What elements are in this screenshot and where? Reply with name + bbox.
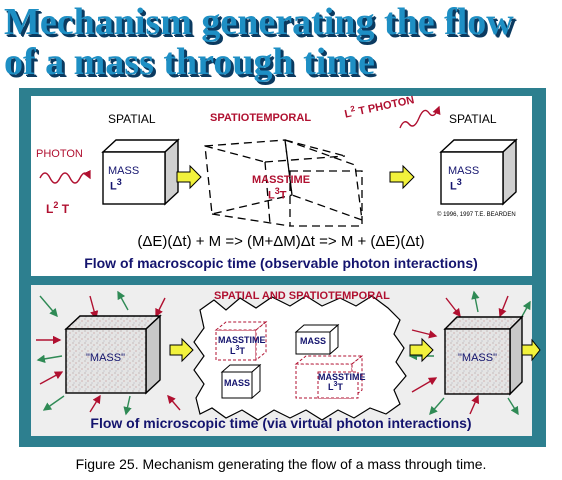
copyright-notice: © 1996, 1997 T.E. BEARDEN <box>437 212 516 218</box>
photon-wave-right <box>399 105 441 129</box>
mass-right-exp: 3 <box>456 177 462 187</box>
masstime-1-dimension: L3T <box>230 345 245 356</box>
mass-right-dimension: L3 <box>450 177 462 193</box>
mass-cube-bottom-left <box>64 314 162 395</box>
spatial-spatiotemporal-heading: SPATIAL AND SPATIOTEMPORAL <box>214 290 390 302</box>
spatial-right-label: SPATIAL <box>449 112 497 126</box>
masstime-2-l: L <box>328 382 334 392</box>
mass-right-l: L <box>450 180 457 193</box>
equation: (ΔE)(Δt) + M => (M+ΔM)Δt => M + (ΔE)(Δt) <box>137 233 425 250</box>
photon-wave-left <box>39 169 91 184</box>
masstime-1-exp: 3 <box>235 345 240 352</box>
photon-right-exp: 2 <box>349 103 356 114</box>
mass-left-dimension: L3 <box>110 177 122 193</box>
mass-left-label: MASS <box>108 165 140 177</box>
mass-left-l: L <box>110 180 117 193</box>
microscopic-subtitle: Flow of microscopic time (via virtual ph… <box>90 415 472 431</box>
masstime-dimension: L3T <box>268 186 286 202</box>
photon-left-l: L <box>46 202 54 216</box>
mini-mass-1-label: MASS <box>300 336 327 346</box>
masstime-label: MASSTIME <box>252 174 311 186</box>
masstime-l: L <box>268 189 275 202</box>
masstime-1-t: T <box>239 346 245 356</box>
spatiotemporal-label: SPATIOTEMPORAL <box>210 112 312 124</box>
title-line-1: Mechanism generating the flow <box>4 1 514 43</box>
arrow-right-bottom-1 <box>169 337 194 363</box>
photon-left-t: T <box>61 202 70 216</box>
spatial-left-label: SPATIAL <box>108 112 156 126</box>
figure-caption: Figure 25. Mechanism generating the flow… <box>75 456 487 472</box>
mass-right-label: MASS <box>448 165 480 177</box>
masstime-exp: 3 <box>274 186 280 196</box>
title-line-2: of a mass through time <box>4 41 375 83</box>
macroscopic-subtitle: Flow of macroscopic time (observable pho… <box>84 255 478 271</box>
arrow-right-top-1 <box>176 164 202 190</box>
mini-mass-cube-2 <box>220 363 262 400</box>
masstime-1-l: L <box>230 346 236 356</box>
photon-left-dimension: L2 T <box>46 200 69 216</box>
masstime-2-exp: 3 <box>333 381 338 388</box>
mass-bottom-right-label: "MASS" <box>458 352 497 364</box>
arrow-right-top-2 <box>389 164 415 190</box>
mass-left-exp: 3 <box>116 177 122 187</box>
masstime-2-dimension: L3T <box>328 381 343 392</box>
masstime-t: T <box>279 189 287 202</box>
masstime-dashed-box <box>204 139 363 227</box>
mass-cube-left <box>101 138 180 206</box>
photon-left-label: PHOTON <box>36 148 83 160</box>
mass-bottom-left-label: "MASS" <box>86 352 125 364</box>
mini-mass-2-label: MASS <box>224 378 251 388</box>
masstime-2-label: MASSTIME <box>318 372 366 382</box>
masstime-cube-1 <box>214 320 268 362</box>
ray-arrows-left <box>36 290 181 416</box>
mass-cube-right <box>439 138 518 206</box>
masstime-1-label: MASSTIME <box>218 335 266 345</box>
masstime-cube-2 <box>294 354 364 400</box>
arrow-right-bottom-2 <box>409 337 434 363</box>
masstime-2-t: T <box>337 382 343 392</box>
arrow-right-bottom-3 <box>521 338 541 362</box>
photon-left-exp: 2 <box>53 200 59 210</box>
mini-mass-cube-1 <box>294 323 340 356</box>
mass-cube-bottom-right <box>443 315 524 396</box>
